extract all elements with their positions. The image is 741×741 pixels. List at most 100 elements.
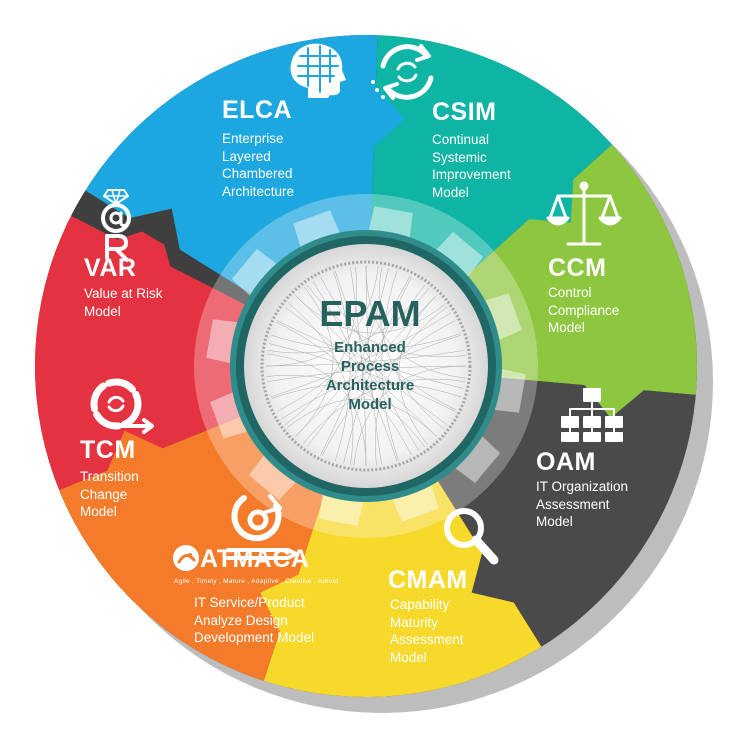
network-link — [307, 284, 466, 357]
var-arrow-notch — [122, 208, 181, 255]
description-line: Transition — [80, 469, 139, 484]
description-line: Assessment — [536, 496, 610, 512]
description-line: Model — [432, 184, 469, 200]
description-line: Improvement — [432, 167, 511, 182]
network-link — [268, 343, 456, 412]
description-line: Architecture — [222, 183, 295, 199]
description-line: Model — [390, 649, 427, 665]
gear-tooth — [483, 293, 522, 341]
elca-title: ELCA — [222, 96, 293, 124]
network-link — [281, 334, 462, 420]
at-risk-icon — [101, 189, 131, 262]
ccm-description: Control Compliance Model — [548, 284, 619, 337]
network-link — [320, 268, 389, 456]
description-line: IT Organization — [536, 479, 629, 494]
tcm-description: Transition Change Model — [80, 468, 139, 521]
atmaca-logo-icon — [173, 545, 199, 571]
description-line: Analyze Design — [194, 612, 288, 628]
magnifier-icon — [444, 508, 499, 565]
network-link — [276, 321, 412, 456]
network-link — [265, 350, 465, 367]
description-line: Continual — [432, 132, 490, 147]
network-link — [365, 265, 466, 379]
network-graphic — [260, 260, 472, 472]
oam-title: OAM — [536, 448, 596, 476]
atmaca-title: ATMACA — [200, 545, 310, 573]
network-link — [381, 270, 399, 461]
network-link — [266, 375, 425, 448]
transition-cycle-icon — [90, 378, 154, 434]
cmam-description: Capability Maturity Assessment Model — [390, 596, 464, 666]
description-line: Compliance — [548, 302, 620, 318]
description-line: Value at Risk — [84, 286, 163, 301]
network-ring — [260, 260, 472, 472]
description-line: Assessment — [390, 632, 464, 647]
description-line: Layered — [222, 148, 271, 164]
oam-description: IT Organization Assessment Model — [536, 478, 628, 531]
var-title: VAR — [84, 254, 137, 282]
gear-tooth — [210, 391, 249, 439]
network-link — [353, 365, 467, 466]
description-line: Enterprise — [222, 131, 284, 146]
gear-tooth — [435, 231, 484, 279]
network-link — [302, 378, 465, 444]
ccm-title: CCM — [548, 254, 607, 282]
network-link — [276, 320, 464, 389]
network-link — [333, 271, 351, 462]
cycle-arrows-icon — [371, 44, 434, 100]
csim-title: CSIM — [432, 98, 497, 126]
network-link — [266, 353, 367, 467]
gear-tooth — [293, 210, 341, 249]
elca-arrow-notch — [369, 82, 406, 151]
csim-description: Continual Systemic Improvement Model — [432, 131, 511, 201]
network-link — [295, 287, 334, 437]
network-link — [265, 266, 379, 367]
description-line: IT Service/Product — [194, 595, 305, 610]
network-link — [295, 284, 425, 437]
network-link — [267, 365, 467, 382]
network-link — [343, 276, 412, 464]
network-link — [284, 307, 437, 437]
description-line: Change — [80, 486, 128, 502]
tcm-wedge — [35, 184, 366, 516]
description-line: Capability — [390, 597, 450, 612]
network-link — [307, 295, 437, 448]
org-chart-icon — [561, 388, 623, 442]
center-subtitle: Enhanced Process Architecture Model — [270, 338, 470, 414]
center-subtitle-line: Process — [340, 358, 400, 375]
network-link — [312, 281, 398, 462]
network-link — [378, 267, 444, 430]
center-subtitle-line: Architecture — [325, 377, 415, 394]
description-line: Model — [536, 514, 573, 529]
description-line: Chambered — [222, 166, 293, 181]
description-line: Model — [80, 504, 117, 519]
cmam-arrow-notch — [260, 572, 303, 638]
description-line: Model — [548, 320, 585, 335]
network-link — [271, 381, 462, 399]
scales-icon — [546, 181, 622, 246]
description-line: Model — [84, 303, 121, 319]
atmaca-tagline: Agile , Timely , Mature , Adaptive , Cre… — [174, 578, 339, 585]
description-line: Development Model — [194, 630, 315, 645]
network-link — [276, 276, 411, 412]
center-title: EPAM — [319, 293, 421, 334]
description-line: Control — [548, 285, 592, 300]
gear-tooth — [248, 453, 297, 501]
elca-description: Enterprise Layered Chambered Architectur… — [222, 130, 294, 200]
network-link — [398, 295, 437, 445]
network-link — [334, 270, 420, 451]
csim-arrow-notch — [523, 172, 574, 223]
oam-arrow-notch — [471, 547, 521, 605]
network-link — [321, 320, 456, 456]
cmam-title: CMAM — [388, 566, 468, 594]
network-link — [350, 267, 367, 467]
network-link — [295, 295, 448, 425]
atmaca-description: IT Service/Product Analyze Design Develo… — [194, 594, 314, 647]
var-description: Value at Risk Model — [84, 285, 163, 320]
gear-tooth — [453, 435, 501, 484]
head-puzzle-icon — [290, 43, 346, 98]
network-link — [288, 302, 354, 465]
network-link — [287, 398, 437, 437]
network-link — [320, 276, 456, 411]
cmam-wedge — [242, 366, 578, 697]
